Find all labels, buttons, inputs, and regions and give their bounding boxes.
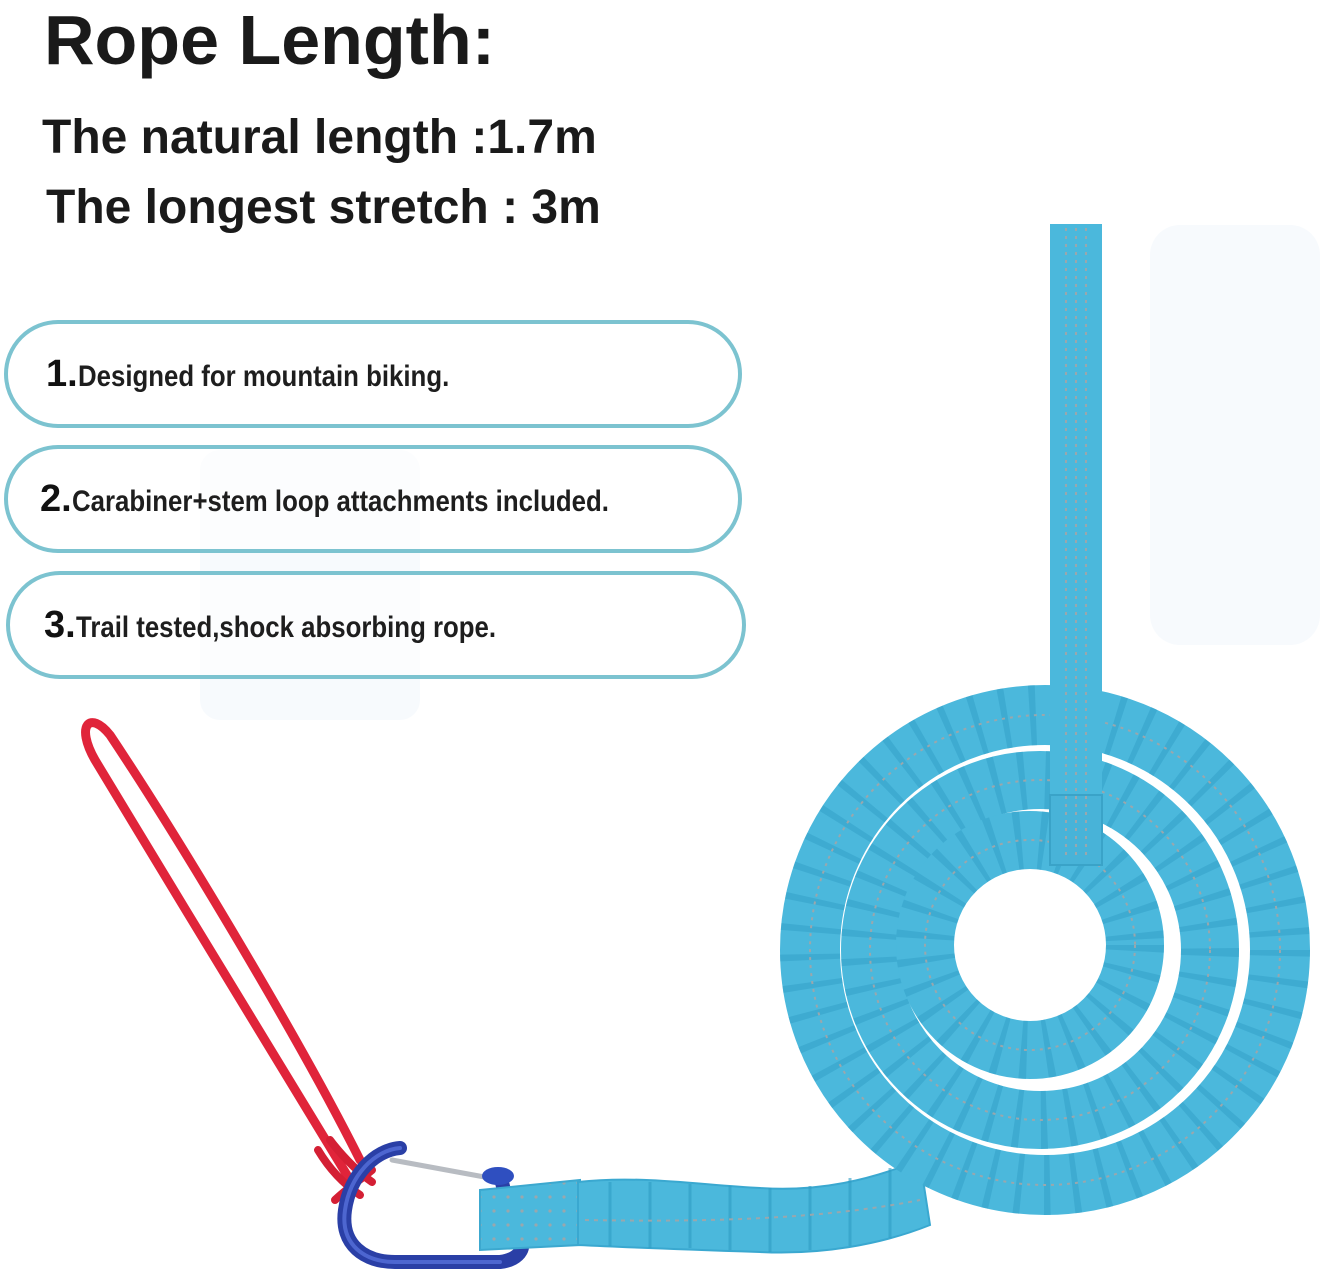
page-title: Rope Length: [44, 1, 496, 79]
feature-text: Carabiner+stem loop attachments included… [71, 484, 609, 518]
natural-length-label: The natural length [42, 111, 459, 164]
feature-content: 1.Designed for mountain biking. [8, 353, 509, 396]
feature-pill-2: 2.Carabiner+stem loop attachments includ… [4, 445, 742, 553]
background-wash [1150, 225, 1320, 645]
feature-text: Trail tested,shock absorbing rope. [75, 610, 496, 644]
natural-length-value: 1.7m [487, 111, 597, 164]
feature-number: 3. [44, 603, 76, 646]
feature-number: 1. [46, 352, 78, 395]
bungee-coil-icon [780, 685, 1310, 1215]
longest-stretch-value: 3m [531, 181, 601, 234]
natural-length-separator: : [458, 111, 488, 164]
feature-number: 2. [40, 477, 72, 520]
feature-content: 3.Trail tested,shock absorbing rope. [10, 604, 564, 647]
feature-content: 2.Carabiner+stem loop attachments includ… [8, 478, 696, 521]
longest-stretch-spec: The longest stretch : 3m [46, 180, 601, 236]
carabiner-icon [337, 1141, 530, 1269]
natural-length-spec: The natural length :1.7m [42, 110, 597, 166]
stem-loop-cord-icon [81, 718, 376, 1204]
longest-stretch-label: The longest stretch [46, 181, 489, 234]
bungee-tail-icon [479, 1158, 932, 1254]
longest-stretch-separator: : [488, 181, 532, 234]
feature-pill-1: 1.Designed for mountain biking. [4, 320, 742, 428]
webbing-handle-icon [1049, 224, 1103, 866]
feature-text: Designed for mountain biking. [77, 359, 449, 393]
feature-pill-3: 3.Trail tested,shock absorbing rope. [6, 571, 746, 679]
